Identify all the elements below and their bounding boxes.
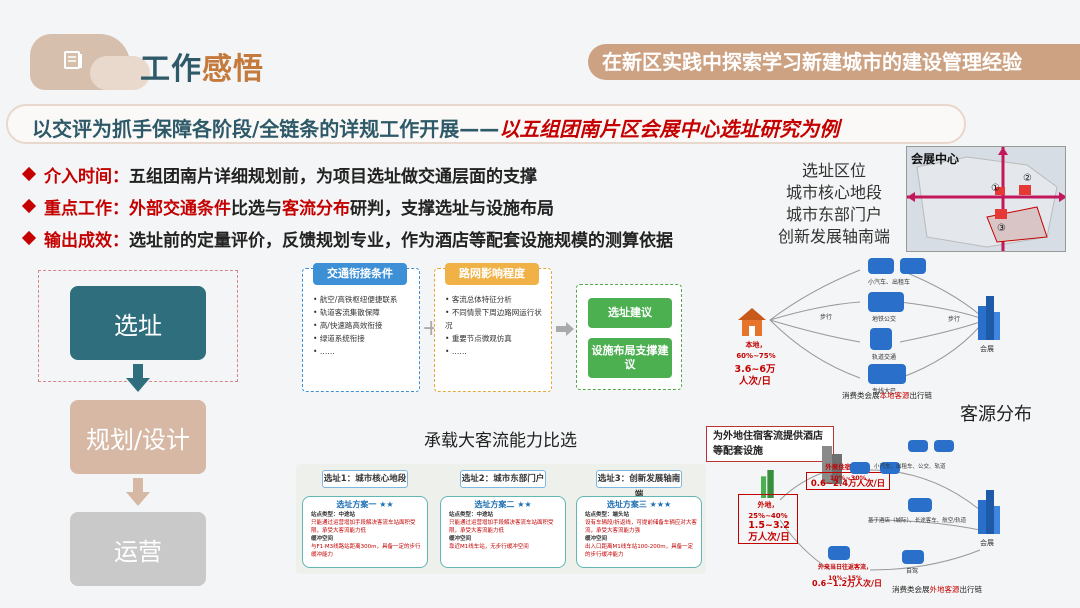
network-impact-panel: 路网影响程度 客流总体特征分析 不同情景下周边路网运行状况 重要节点微观仿真 …… <box>434 263 552 392</box>
arrow-right-icon <box>556 322 574 336</box>
city-icon <box>761 470 774 498</box>
layout-suggestion-box: 设施布局支撑建议 <box>588 338 672 378</box>
panel-title: 路网影响程度 <box>445 263 539 285</box>
map-marker-1: ① <box>991 183 1000 194</box>
day-volume: 0.6~1.2万人次/日 <box>812 579 882 588</box>
subtitle: 以交评为抓手保障各阶段/全链条的详规工作开展——以五组团南片区会展中心选址研究为… <box>32 117 840 141</box>
car-icon <box>934 440 954 452</box>
remote-ratio: 外地，25%~40% <box>748 501 788 520</box>
local-chain-caption: 消费类会展本地客源出行链 <box>842 391 932 400</box>
local-ratio: 本地，60%~75% <box>736 341 776 360</box>
flow-step-siting: 选址 <box>70 286 206 360</box>
day-ratio: 外来当日往返客流，10%~15% <box>817 564 872 582</box>
local-volume: 3.6~6万人次/日 <box>734 364 776 387</box>
document-icon <box>64 51 82 69</box>
bullet-item: 介入时间：五组团南片详细规划前，为项目选址做交通层面的支撑 <box>20 158 790 190</box>
source-distribution-title: 客源分布 <box>960 404 1032 425</box>
exhibition-building-icon <box>978 296 1000 340</box>
bus-icon <box>908 498 932 512</box>
train-icon <box>870 328 892 350</box>
coach-icon <box>868 364 906 384</box>
option-card-2: 选址2：城市东部门户 选址方案二 ★★ 站点类型：中途站只能通过运营增加手段解决… <box>440 470 566 570</box>
hotel-icon <box>822 446 842 484</box>
car-icon <box>900 258 926 274</box>
traffic-connection-panel: 交通衔接条件 航空/高铁枢纽便捷联系 轨道客流集散保障 高/快速路高效衔接 绿道… <box>302 263 420 392</box>
capacity-comparison-title: 承载大客流能力比选 <box>424 431 577 451</box>
remote-chain-caption: 消费类会展外地客源出行链 <box>892 585 982 594</box>
siting-suggestion-box: 选址建议 <box>588 298 672 328</box>
bus-icon <box>868 292 904 312</box>
diamond-icon <box>21 198 37 214</box>
header-banner: 在新区实践中探索学习新建城市的建设管理经验 <box>588 44 1080 80</box>
bullet-item: 输出成效：选址前的定量评价，反馈规划专业，作为酒店等配套设施规模的测算依据 <box>20 222 790 254</box>
bullet-item: 重点工作：外部交通条件比选与客流分布研判，支撑选址与设施布局 <box>20 190 790 222</box>
local-flow-lines <box>769 269 981 379</box>
arrow-down-icon <box>126 364 150 392</box>
diamond-icon <box>21 230 37 246</box>
remote-volume: 1.5~3.2万人次/日 <box>748 520 790 543</box>
location-map: 会展中心 ① ② ③ <box>906 146 1066 252</box>
flow-step-planning: 规划/设计 <box>70 400 206 474</box>
hotel-note: 为外地住宿客流提供酒店等配套设施 <box>706 426 834 462</box>
option-card-3: 选址3：创新发展轴南端 选址方案三 ★★★ 站点类型：端头站设有车辆段/折返线，… <box>576 470 702 570</box>
car-icon <box>902 550 924 564</box>
home-icon <box>738 308 766 336</box>
flow-step-operation: 运营 <box>70 512 206 586</box>
panel-title: 交通衔接条件 <box>313 263 407 285</box>
option-card-1: 选址1：城市核心地段 选址方案一 ★★ 站点类型：中途站只能通过运营增加手段解决… <box>302 470 428 570</box>
map-graphic <box>907 147 1065 251</box>
car-icon <box>880 462 900 474</box>
map-marker-3: ③ <box>997 223 1006 234</box>
subtitle-bar <box>6 104 966 144</box>
car-icon <box>850 462 870 474</box>
hotel-ratio: 外来住宿客流，10%~30% <box>825 463 871 482</box>
exhibition-building-icon <box>978 490 1000 534</box>
hotel-volume: 0.6~2.4万人次/日 <box>810 479 886 489</box>
page-title: 工作感悟 <box>140 52 264 87</box>
diamond-icon <box>21 166 37 182</box>
location-description: 选址区位 城市核心地段 城市东部门户 创新发展轴南端 <box>777 161 890 246</box>
bullet-list: 介入时间：五组团南片详细规划前，为项目选址做交通层面的支撑 重点工作：外部交通条… <box>20 158 790 254</box>
car-icon <box>868 258 894 274</box>
map-title: 会展中心 <box>911 152 960 166</box>
car-icon <box>828 546 850 560</box>
header-decoration-small <box>90 56 150 90</box>
remote-flow-lines <box>779 469 981 571</box>
arrow-down-icon <box>126 478 150 506</box>
map-marker-2: ② <box>1023 173 1032 184</box>
car-icon <box>908 440 928 452</box>
